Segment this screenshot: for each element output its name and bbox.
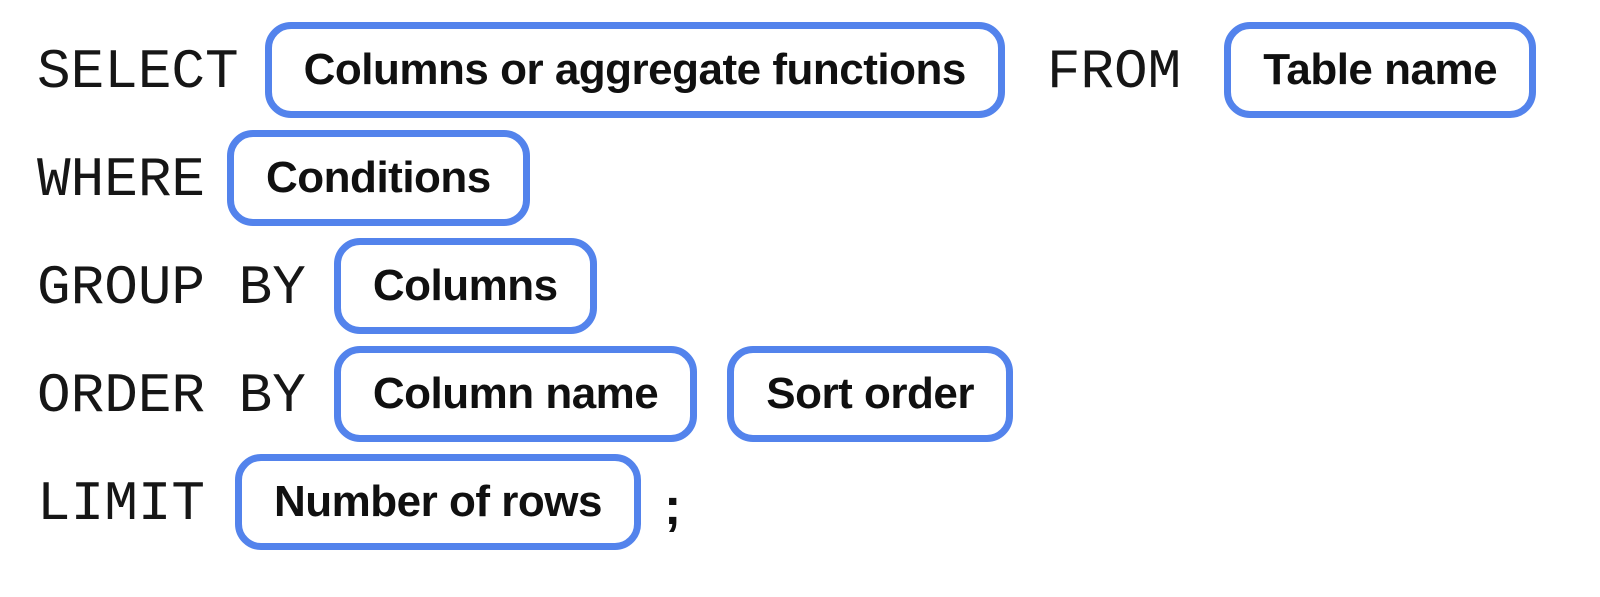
keyword-order-by: ORDER BY bbox=[37, 364, 306, 428]
keyword-select: SELECT bbox=[37, 40, 239, 104]
syntax-row-group-by: GROUP BY Columns bbox=[37, 238, 1600, 334]
syntax-row-order-by: ORDER BY Column name Sort order bbox=[37, 346, 1600, 442]
keyword-where: WHERE bbox=[37, 148, 206, 212]
keyword-group-by: GROUP BY bbox=[37, 256, 306, 320]
placeholder-sort-order: Sort order bbox=[727, 346, 1013, 442]
statement-terminator: ; bbox=[663, 478, 682, 536]
syntax-row-limit: LIMIT Number of rows ; bbox=[37, 454, 1600, 550]
keyword-limit: LIMIT bbox=[37, 472, 206, 536]
placeholder-number-of-rows: Number of rows bbox=[235, 454, 641, 550]
placeholder-conditions: Conditions bbox=[227, 130, 530, 226]
placeholder-table-name: Table name bbox=[1224, 22, 1537, 118]
placeholder-group-columns: Columns bbox=[333, 238, 597, 334]
syntax-row-select: SELECT Columns or aggregate functions FR… bbox=[37, 22, 1600, 118]
sql-syntax-diagram: SELECT Columns or aggregate functions FR… bbox=[37, 22, 1600, 550]
placeholder-columns-or-aggregates: Columns or aggregate functions bbox=[264, 22, 1005, 118]
placeholder-column-name: Column name bbox=[333, 346, 698, 442]
syntax-row-where: WHERE Conditions bbox=[37, 130, 1600, 226]
keyword-from: FROM bbox=[1046, 40, 1182, 104]
